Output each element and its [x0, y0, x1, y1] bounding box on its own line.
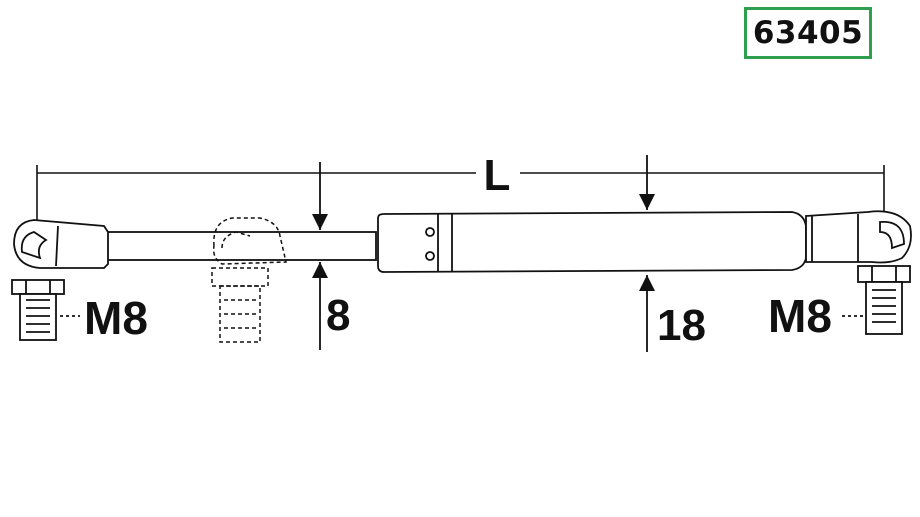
right-end-fitting — [805, 210, 912, 264]
alternate-position-fitting — [211, 217, 287, 343]
body-diameter-label: 18 — [657, 301, 706, 350]
right-thread-label: M8 — [768, 290, 832, 342]
right-threaded-stud — [842, 265, 911, 335]
part-number-badge: 63405 — [744, 7, 872, 59]
cylinder-body — [377, 211, 807, 273]
rod-diameter-label: 8 — [326, 291, 350, 340]
left-threaded-stud — [11, 279, 80, 341]
length-label: L — [484, 151, 511, 200]
left-thread-label: M8 — [84, 292, 148, 344]
piston-rod — [103, 231, 377, 261]
length-dimension — [36, 165, 885, 222]
left-end-fitting — [13, 219, 109, 269]
